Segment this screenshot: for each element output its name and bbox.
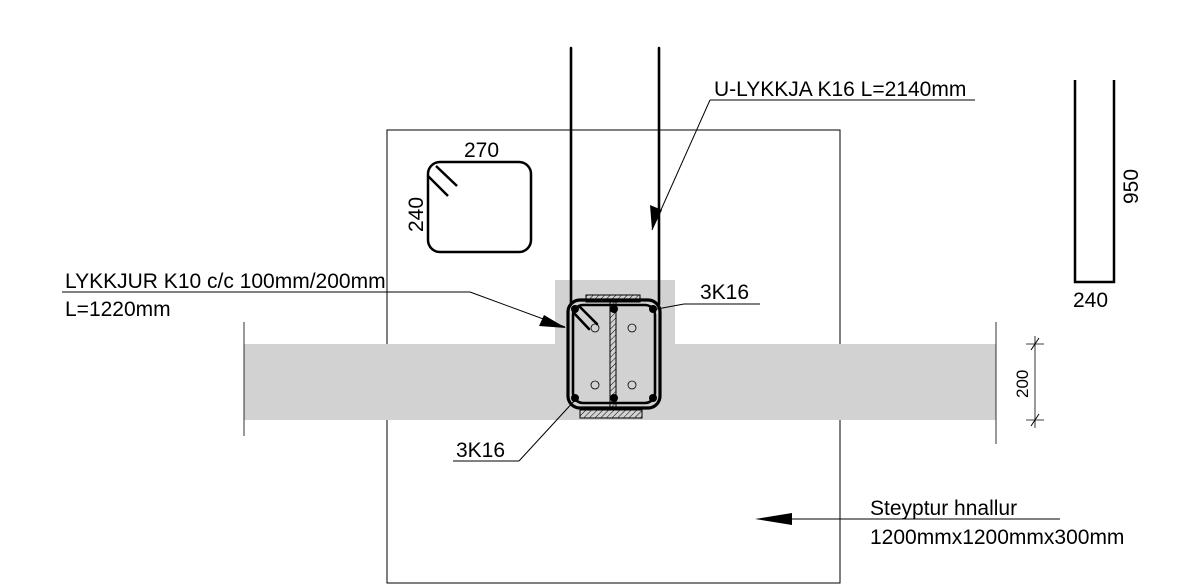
stirrups-label-line2: L=1220mm [65,298,171,321]
base-label-line2: 1200mmx1200mmx300mm [870,526,1124,549]
top-bars-leader [656,303,685,310]
u-bar-height-dim: 950 [1120,169,1143,204]
top-bars-label: 3K16 [700,281,749,304]
u-bar-label: U-LYKKJA K16 L=2140mm [714,78,966,101]
stirrup-width-dim: 270 [464,139,499,162]
beam-bottom-flange [579,409,643,419]
concrete-slab [244,280,996,420]
rebar-bottom-mid [610,394,618,402]
stirrup-height-dim: 240 [405,197,428,232]
beam-web [609,301,617,411]
stirrup-detail-hook-1 [427,175,449,197]
stirrups-label-line1: LYKKJUR K10 c/c 100mm/200mm [65,270,386,293]
slab-dim-tick-bottom [1030,413,1040,427]
rebar-top-left [571,305,579,313]
stirrup-hook-2 [578,305,599,326]
bottom-bars-leader [518,398,577,462]
stirrup-shape-detail [426,160,533,254]
u-bar-leader [651,99,711,231]
slab-dim-tick-top [1030,337,1040,351]
u-bar-width-dim: 240 [1073,289,1108,312]
stirrup-detail-hook-2 [435,165,458,187]
hole-1 [590,323,600,333]
base-label-line1: Steyptur hnallur [870,497,1017,520]
hole-3 [590,380,600,390]
u-bar-shape-detail [1073,80,1116,284]
slab-thickness-dim: 200 [1013,370,1032,398]
hole-4 [627,380,637,390]
stirrups-arrowhead [539,315,566,328]
rebar-top-mid [610,305,618,313]
u-bar-arrowhead [650,205,662,230]
stirrup-hook-1 [571,310,591,331]
base-arrowhead [755,513,792,525]
rebar-bottom-left [571,394,579,402]
rebar-top-right [649,305,657,313]
stirrup-outer [566,298,662,410]
hole-2 [627,323,637,333]
bottom-bars-label: 3K16 [456,439,505,462]
rebar-bottom-right [649,394,657,402]
